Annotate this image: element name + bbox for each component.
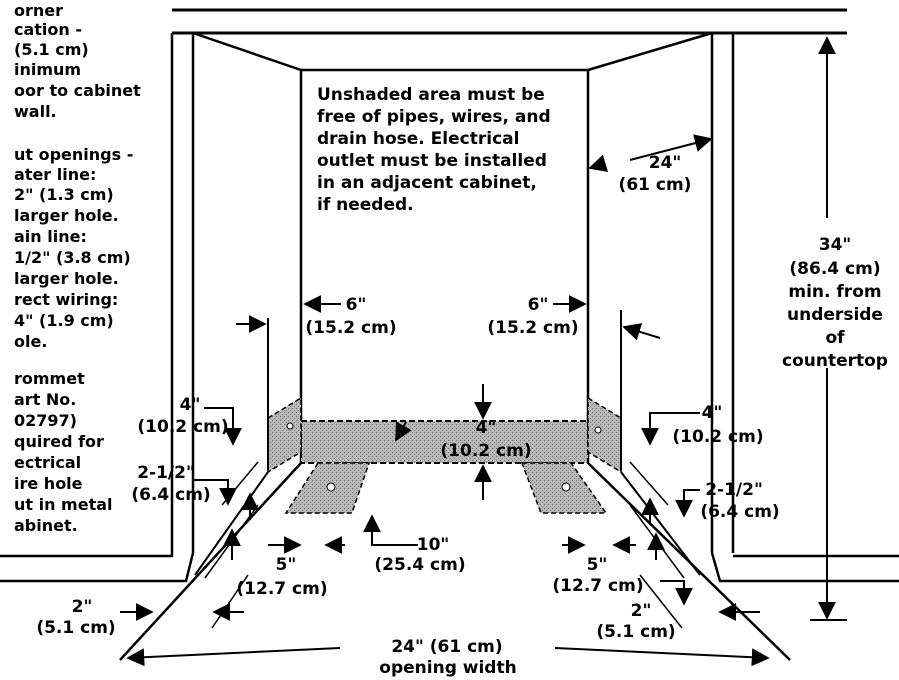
note2-line: 1/2" (3.8 cm)	[14, 248, 131, 267]
dim-24-bottom-note: opening width	[379, 658, 516, 678]
left-notes: orner cation - (5.1 cm) inimum oor to ca…	[14, 1, 141, 535]
note1-line: orner	[14, 1, 63, 20]
note3-line: art No.	[14, 390, 76, 409]
dim-34-note: underside	[787, 305, 883, 325]
dim-10: 10"	[417, 535, 450, 555]
note3-line: ut in metal	[14, 495, 113, 514]
dim-2-5-left-cm: (6.4 cm)	[131, 485, 210, 505]
left-floor-hole	[326, 482, 336, 492]
cabinet-walls	[0, 33, 899, 583]
dim-4-right-cm: (10.2 cm)	[672, 427, 763, 447]
note1-line: wall.	[14, 102, 57, 121]
dim-2-left: 2"	[72, 597, 93, 617]
dim-6-left: 6"	[346, 295, 367, 315]
center-note-line: if needed.	[317, 195, 414, 215]
dim-2-right-cm: (5.1 cm)	[596, 622, 675, 642]
dim-5-right-cm: (12.7 cm)	[552, 576, 643, 596]
right-floor-hole	[561, 482, 571, 492]
dim-4-left: 4"	[180, 395, 201, 415]
dim-2-5-right-cm: (6.4 cm)	[700, 502, 779, 522]
note2-line: ain line:	[14, 227, 87, 246]
dim-2-5-left: 2-1/2"	[137, 463, 195, 483]
note2-line: ut openings -	[14, 145, 133, 164]
left-side-shaded-area	[267, 396, 302, 474]
dimension-arrows	[120, 36, 847, 667]
center-note: Unshaded area must be free of pipes, wir…	[317, 85, 551, 215]
center-note-line: in an adjacent cabinet,	[317, 173, 537, 193]
dim-4-center-cm: (10.2 cm)	[440, 441, 531, 461]
note2-line: 4" (1.9 cm)	[14, 311, 114, 330]
note3-line: ire hole	[14, 474, 83, 493]
center-note-line: outlet must be installed	[317, 151, 547, 171]
dim-34-note: min. from	[788, 282, 881, 302]
dim-4-left-cm: (10.2 cm)	[137, 417, 228, 437]
dim-24-top-cm: (61 cm)	[619, 175, 692, 195]
note2-line: ater line:	[14, 165, 96, 184]
dim-10-cm: (25.4 cm)	[374, 555, 465, 575]
note2-line: ole.	[14, 332, 47, 351]
note2-line: rect wiring:	[14, 290, 118, 309]
note2-line: larger hole.	[14, 269, 119, 288]
dim-5-right: 5"	[587, 555, 608, 575]
note3-line: ectrical	[14, 453, 81, 472]
right-grommet-hole	[594, 426, 602, 434]
dim-34-note: countertop	[782, 351, 888, 371]
note1-line: (5.1 cm)	[14, 40, 89, 59]
dim-24-bottom: 24" (61 cm)	[391, 637, 502, 657]
dim-6-left-cm: (15.2 cm)	[305, 318, 396, 338]
center-note-line: Unshaded area must be	[317, 85, 545, 105]
dim-5-left: 5"	[276, 555, 297, 575]
note1-line: oor to cabinet	[14, 81, 141, 100]
dim-2-right: 2"	[631, 601, 652, 621]
note3-line: quired for	[14, 432, 104, 451]
dim-24-top: 24"	[649, 153, 682, 173]
note1-line: inimum	[14, 60, 81, 79]
dim-2-5-right: 2-1/2"	[705, 480, 763, 500]
dim-6-right: 6"	[528, 295, 549, 315]
center-note-line: free of pipes, wires, and	[317, 107, 551, 127]
countertop	[172, 8, 847, 35]
note1-line: cation -	[14, 20, 82, 39]
note3-line: rommet	[14, 369, 85, 388]
dim-5-left-cm: (12.7 cm)	[236, 579, 327, 599]
left-grommet-hole	[286, 422, 294, 430]
dim-6-right-cm: (15.2 cm)	[487, 318, 578, 338]
note2-line: 2" (1.3 cm)	[14, 185, 114, 204]
dim-2-left-cm: (5.1 cm)	[36, 618, 115, 638]
center-note-line: drain hose. Electrical	[317, 129, 519, 149]
right-side-shaded-area	[587, 396, 622, 474]
dim-34: 34"	[819, 235, 852, 255]
note3-line: 02797)	[14, 411, 77, 430]
note3-line: abinet.	[14, 516, 78, 535]
note2-line: larger hole.	[14, 206, 119, 225]
dim-4-right: 4"	[702, 403, 723, 423]
dim-4-center: 4"	[476, 418, 497, 438]
dimension-labels: 24" (61 cm) 34" (86.4 cm) min. from unde…	[36, 153, 888, 678]
dim-34-note: of	[825, 328, 845, 348]
dim-34-cm: (86.4 cm)	[789, 259, 880, 279]
